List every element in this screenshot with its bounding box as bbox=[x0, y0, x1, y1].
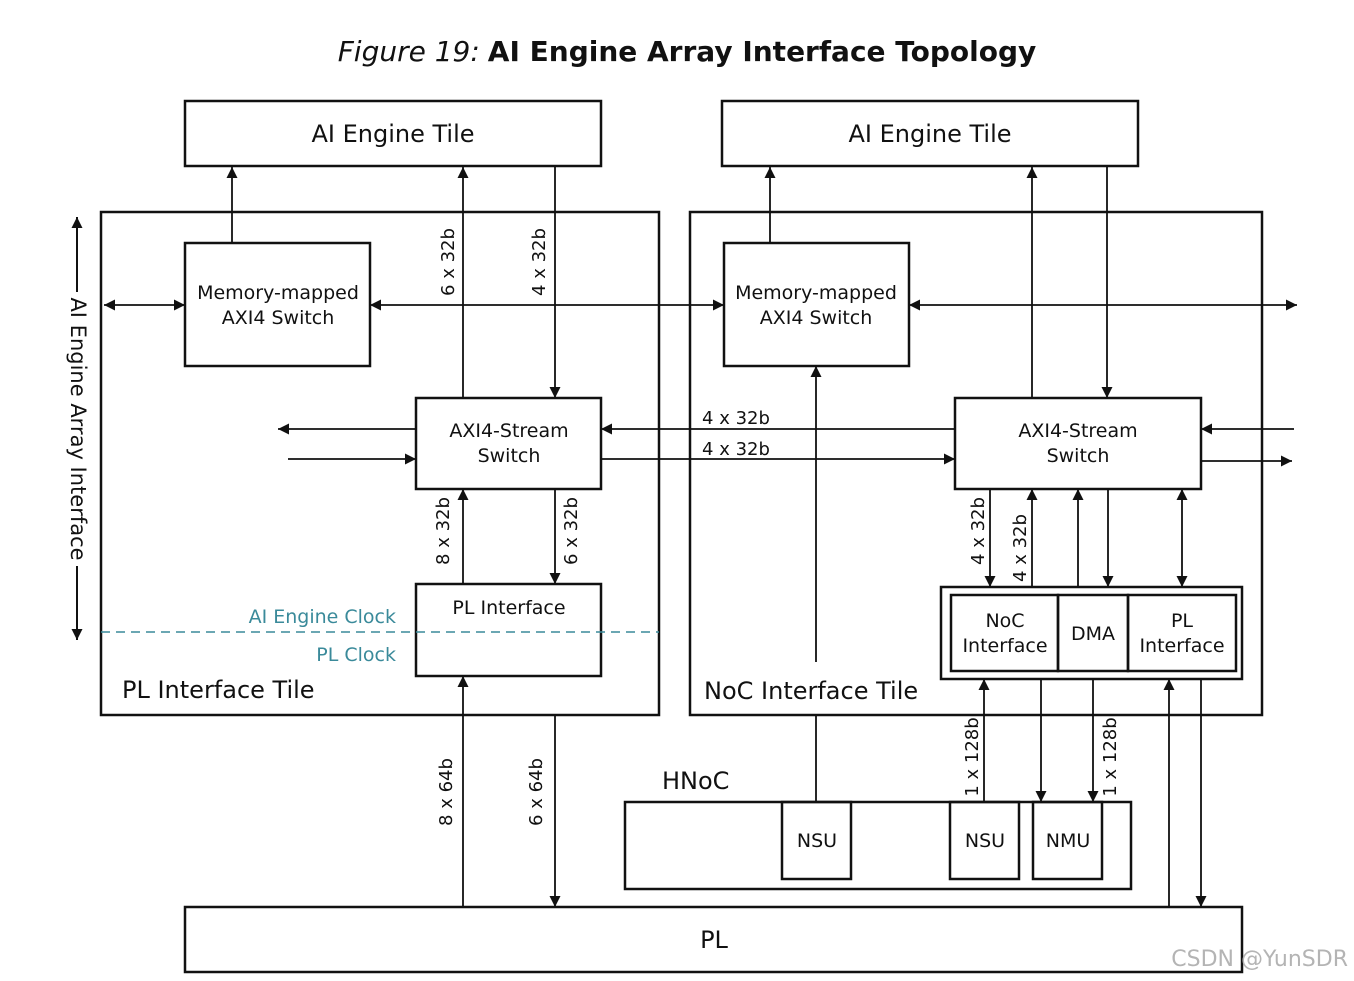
figure-title: Figure 19:AI Engine Array Interface Topo… bbox=[338, 35, 1037, 68]
bus-label: 4 x 32b bbox=[968, 497, 989, 565]
svg-text:PL Interface: PL Interface bbox=[452, 597, 565, 619]
svg-text:AXI4 Switch: AXI4 Switch bbox=[222, 307, 335, 329]
bus-label: 4 x 32b bbox=[1010, 514, 1031, 582]
svg-text:NMU: NMU bbox=[1046, 830, 1091, 852]
left-ai-engine-tile: AI Engine Tile bbox=[183, 99, 603, 168]
svg-text:Interface: Interface bbox=[1139, 635, 1224, 657]
bus-label: 6 x 32b bbox=[561, 497, 582, 565]
svg-text:PL: PL bbox=[700, 926, 728, 954]
noc-interface-block: NoC Interface bbox=[949, 593, 1060, 673]
right-stream-switch: AXI4-Stream Switch bbox=[953, 396, 1203, 491]
bus-label: 6 x 64b bbox=[526, 758, 547, 826]
svg-text:Interface: Interface bbox=[962, 635, 1047, 657]
bus-label: 4 x 32b bbox=[702, 408, 770, 429]
bus-label: 4 x 32b bbox=[529, 228, 550, 296]
svg-text:NSU: NSU bbox=[965, 830, 1005, 852]
nsu-block-left: NSU bbox=[780, 800, 853, 881]
nmu-block: NMU bbox=[1031, 800, 1104, 881]
pl-clock-label: PL Clock bbox=[316, 644, 396, 666]
svg-text:Switch: Switch bbox=[478, 445, 541, 467]
side-label-text: AI Engine Array Interface bbox=[66, 297, 90, 560]
pl-interface-tile-box bbox=[99, 210, 661, 717]
bus-label: 8 x 64b bbox=[436, 758, 457, 826]
svg-text:DMA: DMA bbox=[1071, 623, 1115, 645]
bus-label: 1 x 128b bbox=[1100, 717, 1121, 796]
svg-text:AXI4-Stream: AXI4-Stream bbox=[449, 420, 568, 442]
array-interface-side-label: AI Engine Array Interface bbox=[66, 217, 90, 640]
nsu-block-right: NSU bbox=[948, 800, 1021, 881]
svg-text:AXI4-Stream: AXI4-Stream bbox=[1018, 420, 1137, 442]
noc-interface-tile-label: NoC Interface Tile bbox=[704, 677, 918, 705]
bus-label: 6 x 32b bbox=[438, 228, 459, 296]
left-pl-interface: PL Interface bbox=[414, 582, 603, 678]
svg-text:NSU: NSU bbox=[797, 830, 837, 852]
left-stream-switch: AXI4-Stream Switch bbox=[414, 396, 603, 491]
svg-text:Memory-mapped: Memory-mapped bbox=[735, 282, 897, 304]
svg-text:AXI4 Switch: AXI4 Switch bbox=[760, 307, 873, 329]
bus-label: 8 x 32b bbox=[433, 497, 454, 565]
right-mm-switch: Memory-mapped AXI4 Switch bbox=[722, 241, 911, 368]
noc-interface-tile-box bbox=[688, 210, 1264, 717]
pl-interface-tile-label: PL Interface Tile bbox=[122, 676, 315, 704]
watermark: CSDN @YunSDR bbox=[1171, 947, 1348, 972]
svg-text:PL: PL bbox=[1171, 610, 1193, 632]
left-mm-switch: Memory-mapped AXI4 Switch bbox=[183, 241, 372, 368]
interface-group-box bbox=[939, 585, 1244, 681]
bus-label: 4 x 32b bbox=[702, 439, 770, 460]
svg-text:AI Engine Tile: AI Engine Tile bbox=[848, 120, 1011, 148]
right-ai-engine-tile: AI Engine Tile bbox=[720, 99, 1140, 168]
svg-text:NoC: NoC bbox=[985, 610, 1024, 632]
pl-block: PL bbox=[183, 905, 1244, 974]
dma-block: DMA bbox=[1056, 593, 1130, 673]
right-tile-connections bbox=[764, 167, 1297, 907]
svg-text:AI Engine Tile: AI Engine Tile bbox=[311, 120, 474, 148]
svg-text:Switch: Switch bbox=[1047, 445, 1110, 467]
ai-engine-clock-label: AI Engine Clock bbox=[249, 606, 396, 628]
left-tile-connections bbox=[104, 167, 955, 907]
svg-text:Memory-mapped: Memory-mapped bbox=[197, 282, 359, 304]
bus-label: 1 x 128b bbox=[962, 717, 983, 796]
hnoc-label: HNoC bbox=[662, 767, 729, 795]
right-pl-interface-block: PL Interface bbox=[1126, 593, 1238, 673]
hnoc-box bbox=[623, 800, 1133, 891]
